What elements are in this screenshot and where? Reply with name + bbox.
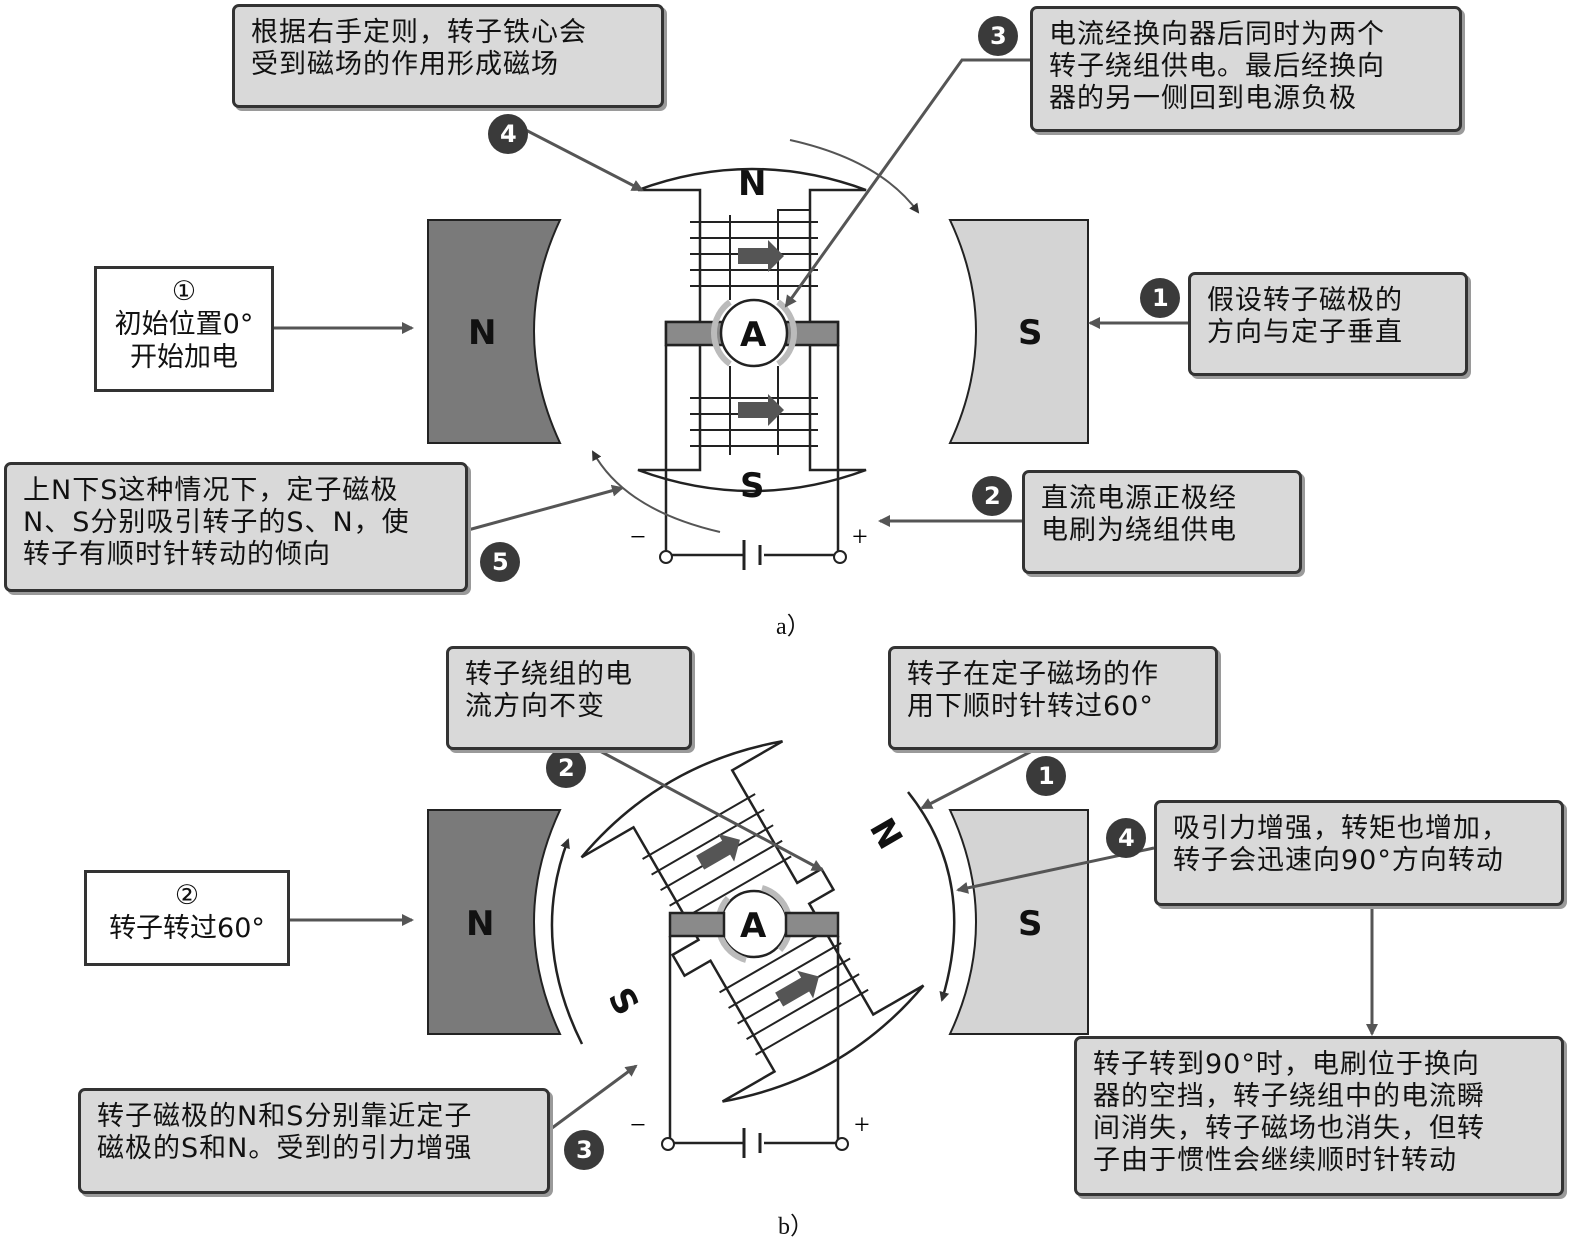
stator-south-pole-b [948,809,1089,1035]
current-arrow-bottom-a [738,394,784,426]
stator-south-label-b: S [1018,904,1043,944]
terminal-plus-b [835,1137,849,1151]
callout-a-2: 直流电源正极经 电刷为绕组供电 [1022,470,1302,574]
rotor-north-label-a: N [738,164,766,204]
stator-south-label-a: S [1018,313,1043,353]
badge-b-2: 2 [546,748,586,788]
svg-text:1: 1 [1038,762,1055,790]
badge-b-4: 4 [1106,818,1146,858]
callout-a-4: 根据右手定则，转子铁心会 受到磁场的作用形成磁场 [232,4,664,108]
callout-b-4: 吸引力增强，转矩也增加， 转子会迅速向90°方向转动 [1154,800,1564,906]
commutator-b [668,885,840,1158]
callout-b-2: 转子绕组的电 流方向不变 [446,646,692,750]
badge-a-2: 2 [972,476,1012,516]
rotor-a [637,167,867,570]
plus-label-b: + [854,1110,870,1141]
rotation-arrow-top-a [789,139,920,214]
callout-a-1: 假设转子磁极的 方向与定子垂直 [1188,272,1468,376]
callout-b-3: 转子磁极的N和S分别靠近定子 磁极的S和N。受到的引力增强 [78,1088,550,1194]
terminal-minus-a [659,550,673,564]
terminal-plus-a [833,550,847,564]
current-arrow-top-a [738,240,784,272]
svg-text:3: 3 [990,22,1007,50]
rotor-south-label-b: S [600,981,647,1022]
rotation-arrow-right-b [907,791,956,1002]
svg-text:3: 3 [576,1136,593,1164]
rotor-north-label-b: N [861,812,910,857]
callout-a-5: 上N下S这种情况下，定子磁极 N、S分别吸引转子的S、N，使 转子有顺时针转动的… [4,462,468,592]
caption-b: b） [778,1214,814,1240]
rotation-arrow-bottom-a [592,450,721,533]
svg-text:5: 5 [492,548,509,576]
result-box: 转子转到90°时，电刷位于换向 器的空挡，转子绕组中的电流瞬 间消失，转子磁场也… [1074,1036,1564,1196]
commutator-label-b: A [740,906,767,946]
stator-north-label-a: N [468,313,496,353]
callout-b-1: 转子在定子磁场的作 用下顺时针转过60° [888,646,1218,750]
rotation-arrow-left-b [550,838,584,1045]
plus-label-a: + [852,522,868,553]
badge-b-3: 3 [564,1130,604,1170]
minus-label-a: − [630,522,646,553]
badge-a-4: 4 [488,114,528,154]
badge-b-1: 1 [1026,756,1066,796]
commutator-label-a: A [740,315,767,355]
svg-text:1: 1 [1152,284,1169,312]
stator-north-pole-b [427,809,562,1035]
rotor-south-label-a: S [740,466,765,506]
minus-label-b: − [630,1110,646,1141]
rotated-position-box: ② 转子转过60° [84,870,290,966]
panel-a: N S N S A − + [274,16,1188,582]
terminal-minus-b [661,1137,675,1151]
callout-a-3: 电流经换向器后同时为两个 转子绕组供电。最后经换向 器的另一侧回到电源负极 [1030,6,1462,132]
caption-a: a） [776,614,811,640]
badge-a-1: 1 [1140,278,1180,318]
svg-text:4: 4 [1118,824,1135,852]
stator-north-pole-a [427,219,562,444]
badge-a-3: 3 [978,16,1018,56]
initial-position-box: ① 初始位置0° 开始加电 [94,266,274,392]
badge-a-5: 5 [480,542,520,582]
stator-north-label-b: N [466,904,494,944]
stator-south-pole-a [948,219,1089,444]
svg-text:4: 4 [500,120,517,148]
svg-text:2: 2 [984,482,1001,510]
leader-lines-a [274,58,1188,532]
svg-text:2: 2 [558,754,575,782]
